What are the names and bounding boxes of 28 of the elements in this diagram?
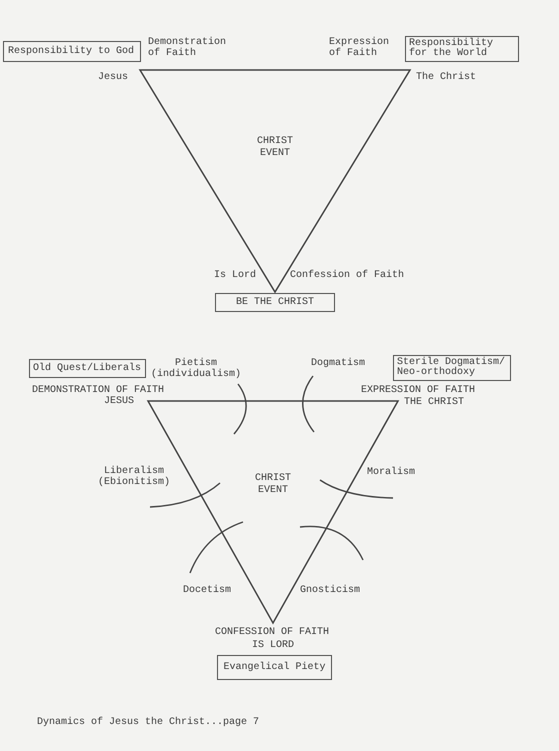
side-label: Demonstration of Faith: [148, 37, 228, 59]
arc-label: Dogmatism: [311, 358, 366, 369]
arc-label: Moralism: [367, 467, 416, 478]
framed-label: Responsibility for the World: [405, 36, 519, 62]
arc-label: Docetism: [183, 585, 232, 596]
side-label: EXPRESSION OF FAITH: [361, 385, 476, 396]
arc-label: Liberalism (Ebionitism): [96, 466, 171, 488]
vertex-label: IS LORD: [252, 640, 294, 651]
framed-label: Old Quest/Liberals: [29, 359, 146, 378]
vertex-label: CONFESSION OF FAITH: [215, 627, 330, 638]
arc-label: Gnosticism: [300, 585, 360, 596]
side-label: Expression of Faith: [329, 37, 390, 59]
framed-label: BE THE CHRIST: [215, 293, 335, 312]
side-label: DEMONSTRATION OF FAITH: [32, 385, 164, 396]
vertex-label: The Christ: [416, 72, 476, 83]
triangle-label: CHRIST EVENT: [254, 473, 292, 497]
framed-label: Sterile Dogmatism/ Neo-orthodoxy: [393, 355, 511, 381]
vertex-label: Is Lord: [214, 270, 256, 281]
triangle: [140, 70, 410, 292]
side-label: Confession of Faith: [290, 270, 404, 281]
vertex-label: JESUS: [104, 396, 134, 407]
vertex-label: THE CHRIST: [404, 397, 464, 408]
triangle-label: CHRIST EVENT: [256, 136, 294, 160]
arc-label: Pietism (individualism): [150, 358, 242, 380]
framed-label: Responsibility to God: [3, 41, 141, 62]
page-footer: Dynamics of Jesus the Christ...page 7: [37, 717, 260, 728]
vertex-label: Jesus: [98, 72, 128, 83]
framed-label: Evangelical Piety: [217, 655, 332, 680]
